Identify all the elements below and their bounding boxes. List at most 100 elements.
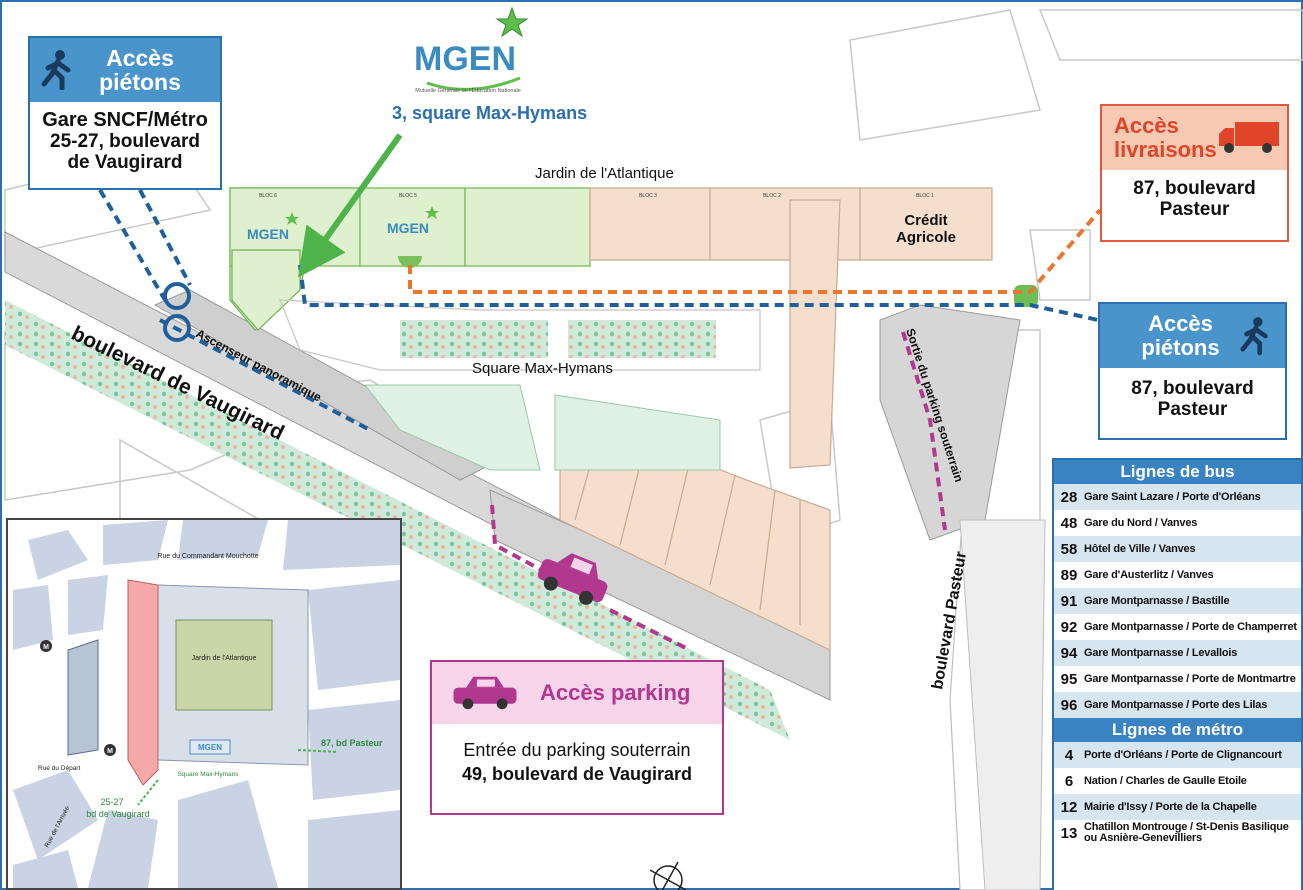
line-number: 94 bbox=[1060, 644, 1078, 662]
line-route: Chatillon Montrouge / St-Denis Basilique… bbox=[1084, 821, 1289, 844]
walking-person-icon bbox=[1240, 317, 1268, 356]
mgen-tagline: Mutuelle Générale de l'Éducation Nationa… bbox=[415, 87, 521, 94]
inset-rue-depart: Rue du Départ bbox=[38, 765, 80, 772]
access-delivery: Accès livraisons 87, boulevard Pasteur bbox=[1100, 104, 1289, 242]
bus-line-row: 48 Gare du Nord / Vanves bbox=[1054, 510, 1301, 536]
line-route: Gare du Nord / Vanves bbox=[1084, 516, 1198, 529]
car-icon bbox=[453, 676, 517, 710]
inset-square-label: Square Max-Hymans bbox=[177, 771, 239, 778]
bloc2-label: BLOC 2 bbox=[763, 193, 781, 199]
title-line2: livraisons bbox=[1114, 137, 1217, 162]
transit-lines-panel: Lignes de bus 28 Gare Saint Lazare / Port… bbox=[1052, 458, 1303, 890]
line-route: Mairie d'Issy / Porte de la Chapelle bbox=[1084, 800, 1257, 813]
access-delivery-header: Accès livraisons bbox=[1102, 106, 1287, 170]
walking-person-icon bbox=[41, 50, 71, 90]
line-route: Gare Montparnasse / Levallois bbox=[1084, 646, 1238, 659]
line2: Pasteur bbox=[1159, 199, 1230, 220]
mgen-logo-bloc5: MGEN bbox=[387, 206, 439, 236]
access-pedestrian-left-header: Accès piétons bbox=[30, 38, 220, 102]
ascenseur-icon bbox=[163, 314, 191, 342]
bus-line-row: 94 Gare Montparnasse / Levallois bbox=[1054, 640, 1301, 666]
ascenseur-icon-top bbox=[163, 282, 191, 310]
line1: 87, boulevard bbox=[1131, 378, 1254, 399]
inset-mgen-label: MGEN bbox=[198, 743, 222, 752]
inset-mgen-block bbox=[189, 739, 231, 755]
entrance-marker bbox=[398, 256, 422, 268]
line-route: Gare Montparnasse / Porte de Montmartre bbox=[1084, 672, 1296, 685]
metro-line-row: 13 Chatillon Montrouge / St-Denis Basiliq… bbox=[1054, 820, 1301, 846]
star-icon bbox=[285, 212, 299, 225]
line-number: 6 bbox=[1064, 772, 1074, 790]
line-number: 28 bbox=[1060, 488, 1078, 506]
bloc4 bbox=[464, 187, 591, 267]
inset-vaugirard-bd: bd de Vaugirard bbox=[86, 809, 149, 819]
route-pedestrian bbox=[98, 188, 1099, 432]
line-number: 58 bbox=[1060, 540, 1078, 558]
inset-vaugirard-num: 25-27 bbox=[100, 797, 123, 807]
credit-line1: Crédit bbox=[904, 212, 948, 229]
inset-pasteur-label: 87, bd Pasteur bbox=[321, 738, 383, 748]
mgen-logo-text: MGEN bbox=[414, 40, 516, 78]
square-label: Square Max-Hymans bbox=[472, 360, 613, 377]
metro-icon bbox=[104, 744, 116, 756]
credit-line2: Agricole bbox=[895, 229, 956, 246]
metro-icon bbox=[40, 640, 52, 652]
access-parking-title: Accès parking bbox=[540, 680, 691, 705]
line-number: 95 bbox=[1060, 670, 1078, 688]
bus-line-row: 89 Gare d'Austerlitz / Vanves bbox=[1054, 562, 1301, 588]
mgen-logo-bloc6: MGEN bbox=[247, 212, 299, 242]
title-line2: piétons bbox=[99, 69, 181, 95]
access-parking: Accès parking Entrée du parking souterra… bbox=[430, 660, 724, 815]
line-number: 92 bbox=[1060, 618, 1078, 636]
bloc1 bbox=[859, 187, 993, 261]
tower-block bbox=[789, 199, 841, 469]
route-delivery bbox=[408, 208, 1102, 294]
access-pedestrian-right-body: 87, boulevard Pasteur bbox=[1100, 368, 1285, 420]
inset-map: M M MGEN Rue du Commandant Mouchotte Jar… bbox=[6, 518, 402, 890]
bloc5 bbox=[359, 187, 466, 267]
access-delivery-body: 87, boulevard Pasteur bbox=[1102, 170, 1287, 220]
line-route: Gare d'Austerlitz / Vanves bbox=[1084, 568, 1214, 581]
line-route: Gare Montparnasse / Porte de Champerret bbox=[1084, 620, 1297, 633]
line3: de Vaugirard bbox=[67, 152, 183, 173]
bloc1-label: BLOC 1 bbox=[916, 193, 934, 199]
access-pedestrian-right-header: Accès piétons bbox=[1100, 304, 1285, 368]
inset-rue-commandant: Rue du Commandant Mouchotte bbox=[157, 553, 258, 560]
car-icon bbox=[537, 553, 608, 605]
square-max-hymans bbox=[279, 299, 761, 471]
line-route: Gare Saint Lazare / Porte d'Orléans bbox=[1084, 490, 1261, 503]
line2: Pasteur bbox=[1157, 399, 1228, 420]
building-row bbox=[229, 187, 993, 469]
jardin-label: Jardin de l'Atlantique bbox=[535, 165, 674, 182]
truck-icon bbox=[1219, 122, 1279, 153]
bus-line-row: 95 Gare Montparnasse / Porte de Montmartr… bbox=[1054, 666, 1301, 692]
metro-lines-title: Lignes de métro bbox=[1054, 718, 1301, 742]
inset-jardin bbox=[175, 619, 273, 711]
mgen-mini-text: MGEN bbox=[247, 226, 289, 242]
line-route: Gare Montparnasse / Bastille bbox=[1084, 594, 1230, 607]
access-pedestrian-left-body: Gare SNCF/Métro 25-27, boulevard de Vaug… bbox=[30, 102, 220, 174]
inset-building-red bbox=[127, 579, 159, 786]
bloc3-label: BLOC 3 bbox=[639, 193, 657, 199]
line-number: 12 bbox=[1060, 798, 1078, 816]
star-icon bbox=[495, 6, 529, 38]
line-number: 89 bbox=[1060, 566, 1078, 584]
metro-icon-label: M bbox=[43, 644, 49, 651]
inset-tower bbox=[67, 639, 99, 756]
line-number: 48 bbox=[1060, 514, 1078, 532]
mgen-mini-text: MGEN bbox=[387, 220, 429, 236]
title-line1: Accès bbox=[1114, 113, 1179, 138]
line-number: 13 bbox=[1060, 824, 1078, 842]
access-parking-header: Accès parking bbox=[432, 662, 722, 724]
bus-lines-title: Lignes de bus bbox=[1054, 460, 1301, 484]
inset-jardin-label: Jardin de l'Atlantique bbox=[192, 655, 257, 662]
line-number: 91 bbox=[1060, 592, 1078, 610]
metro-line-row: 12 Mairie d'Issy / Porte de la Chapelle bbox=[1054, 794, 1301, 820]
title-line1: Accès bbox=[1148, 311, 1213, 336]
